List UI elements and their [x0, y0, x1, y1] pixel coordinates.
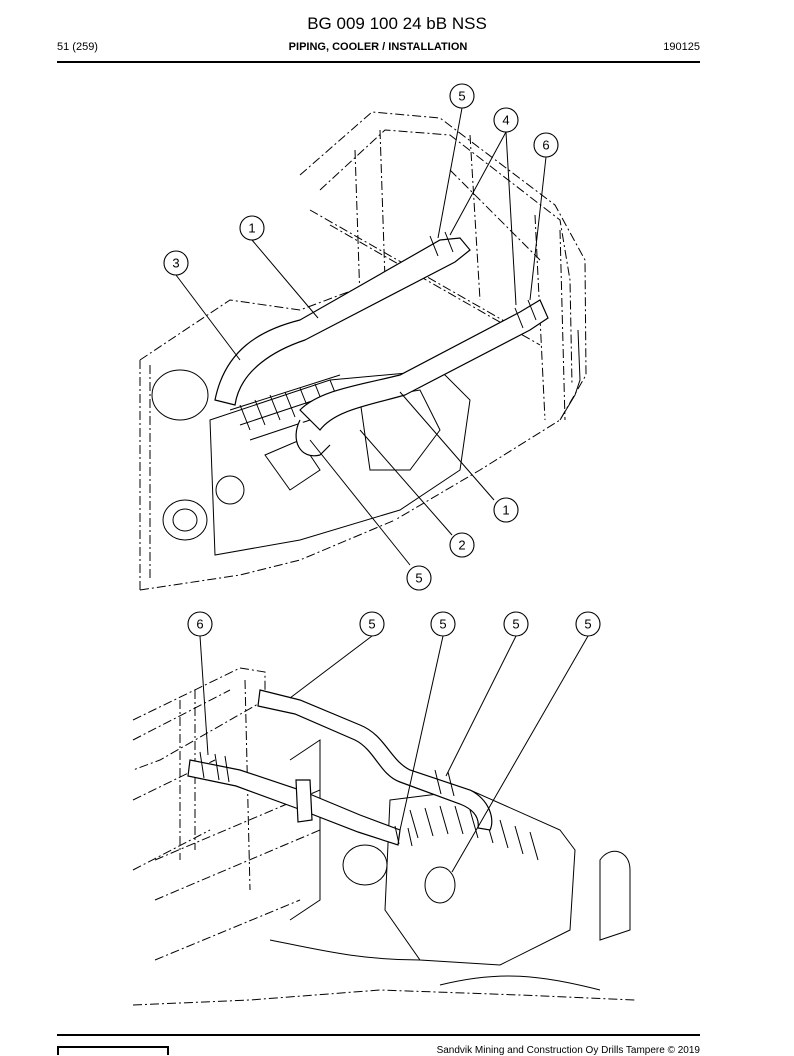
svg-text:5: 5: [458, 89, 465, 104]
callout-1-left: 1: [239, 215, 265, 241]
svg-text:5: 5: [439, 617, 446, 632]
callout-leaders-bottom: [199, 635, 589, 873]
callout-6-top: 6: [533, 132, 559, 158]
svg-text:1: 1: [248, 221, 255, 236]
svg-text:1: 1: [502, 503, 509, 518]
cooler-piping-bottom: [187, 689, 493, 847]
callout-5-a: 5: [359, 611, 385, 637]
callout-5-bottom: 5: [406, 565, 432, 591]
callout-2: 2: [449, 532, 475, 558]
callout-6-bottom: 6: [187, 611, 213, 637]
top-installation-drawing: 5 4 6 1 3 1 2 5: [139, 83, 587, 591]
bottom-installation-drawing: 6 5 5 5 5: [132, 611, 636, 1006]
callout-4: 4: [493, 107, 519, 133]
callout-1-right: 1: [493, 497, 519, 523]
cooler-piping: [214, 231, 549, 457]
engine-block: [151, 369, 471, 556]
svg-text:4: 4: [502, 113, 509, 128]
sandvik-logo: [57, 1046, 169, 1055]
callout-3: 3: [163, 250, 189, 276]
date-code: 190125: [663, 41, 700, 53]
callout-5-c: 5: [503, 611, 529, 637]
frame-outline-bottom: [132, 667, 636, 1006]
callout-5-top: 5: [449, 83, 475, 109]
header-rule: [57, 61, 700, 63]
svg-text:5: 5: [512, 617, 519, 632]
callout-5-b: 5: [430, 611, 456, 637]
page-number: 51 (259): [57, 41, 98, 53]
copyright-text: Sandvik Mining and Construction Oy Drill…: [436, 1045, 700, 1056]
svg-text:3: 3: [172, 256, 179, 271]
footer-rule: [57, 1034, 700, 1036]
svg-text:6: 6: [196, 617, 203, 632]
callout-5-d: 5: [575, 611, 601, 637]
section-title: PIPING, COOLER / INSTALLATION: [288, 41, 468, 53]
callout-leaders: [175, 107, 547, 566]
svg-text:5: 5: [368, 617, 375, 632]
svg-text:2: 2: [458, 538, 465, 553]
engine-block-bottom: [269, 789, 631, 991]
svg-text:6: 6: [542, 138, 549, 153]
document-id: BG 009 100 24 bB NSS: [307, 14, 487, 33]
svg-text:5: 5: [415, 571, 422, 586]
svg-text:5: 5: [584, 617, 591, 632]
